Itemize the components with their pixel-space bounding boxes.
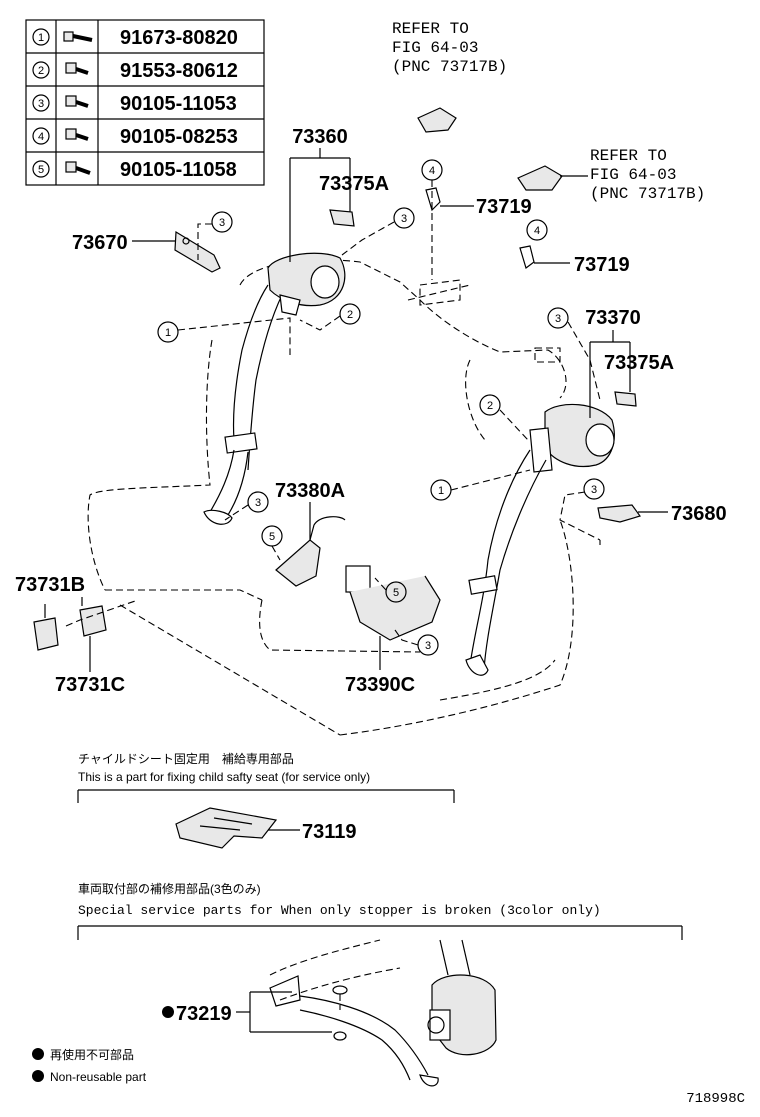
bolt-icon [63,31,93,42]
bracket-73670 [174,230,221,273]
clip-73375a-right [614,391,637,407]
label-73680: 73680 [671,503,727,525]
svg-text:(PNC 73717B): (PNC 73717B) [590,185,705,203]
special-service-section: 車両取付部の補修用部品(3色のみ) Special service parts … [77,881,683,1087]
buckle-73390c [345,565,441,641]
bolt-icon [65,95,89,108]
clip-73375a-left [329,209,355,227]
non-reusable-dot-icon [32,1070,44,1082]
table-num: 1 [38,32,44,44]
bolt-icon [65,161,91,175]
fastener-callouts: 3 3 4 4 1 2 3 2 1 3 3 5 5 3 [65,159,605,656]
refer-note-left: REFER TO FIG 64-03 (PNC 73717B) [392,20,507,76]
label-73731c: 73731C [55,674,125,696]
svg-text:5: 5 [393,587,399,599]
table-row: 3 90105-11053 [32,93,237,115]
svg-text:3: 3 [255,497,261,509]
svg-text:REFER TO: REFER TO [392,20,469,38]
table-num: 4 [38,131,44,143]
label-73360: 73360 [292,126,348,148]
label-73370: 73370 [585,307,641,329]
guide-73719-a [425,187,441,212]
label-73390c: 73390C [345,674,415,696]
label-73375a-left: 73375A [319,173,389,195]
child-seat-bracket-73119 [175,807,278,849]
legend-jp: 再使用不可部品 [50,1047,134,1062]
child-seat-jp: チャイルドシート固定用 補給専用部品 [78,751,294,766]
leader-73219 [236,991,332,1033]
child-seat-en: This is a part for fixing child safty se… [78,770,370,784]
svg-text:2: 2 [347,309,353,321]
svg-text:2: 2 [487,400,493,412]
svg-text:3: 3 [425,640,431,652]
part-number: 91553-80612 [120,60,238,82]
label-73719-a: 73719 [476,196,532,218]
label-73670: 73670 [72,232,128,254]
table-num: 3 [38,98,44,110]
fastener-table: 1 91673-80820 2 91553-80612 3 90105-1105… [25,19,265,186]
child-seat-section: チャイルドシート固定用 補給専用部品 This is a part for fi… [77,751,455,849]
special-en: Special service parts for When only stop… [78,903,601,918]
part-labels: 73360 73375A 73719 73670 73719 73370 733… [15,126,727,696]
table-row: 4 90105-08253 [32,126,238,148]
table-row: 2 91553-80612 [32,60,238,82]
anchor-73717b-right [517,165,563,191]
left-retractor-73360 [203,252,346,525]
label-73719-b: 73719 [574,254,630,276]
part-number: 90105-11058 [120,159,237,181]
part-number: 90105-08253 [120,126,238,148]
svg-text:1: 1 [165,327,171,339]
legend: 再使用不可部品 Non-reusable part [32,1047,147,1084]
bolt-icon [65,62,89,75]
table-num: 5 [38,164,44,176]
anchor-73731b [33,617,59,651]
label-73119: 73119 [302,821,357,843]
non-reusable-dot-icon [32,1048,44,1060]
seat-outline [87,259,574,736]
leader-lines [44,148,668,672]
svg-text:3: 3 [401,213,407,225]
right-retractor-73370 [465,403,615,676]
svg-text:1: 1 [438,485,444,497]
special-jp: 車両取付部の補修用部品(3色のみ) [78,881,261,896]
buckle-73380a [275,516,346,587]
svg-text:4: 4 [534,225,540,237]
svg-text:FIG 64-03: FIG 64-03 [392,39,478,57]
table-row: 1 91673-80820 [32,27,238,49]
svg-text:4: 4 [429,165,435,177]
label-73731b: 73731B [15,574,85,596]
anchor-73731c [79,605,107,637]
non-reusable-dot-icon [162,1006,174,1018]
guide-73719-b [519,245,535,269]
svg-text:FIG 64-03: FIG 64-03 [590,166,676,184]
svg-text:3: 3 [591,484,597,496]
refer-note-right: REFER TO FIG 64-03 (PNC 73717B) [590,147,705,203]
anchor-73717b-left [417,107,457,133]
stopper-detail [269,939,497,1087]
legend-en: Non-reusable part [50,1070,147,1084]
bolt-icon [65,128,89,141]
svg-text:REFER TO: REFER TO [590,147,667,165]
bracket-73680 [597,504,641,523]
part-number: 90105-11053 [120,93,237,115]
svg-text:5: 5 [269,531,275,543]
svg-text:3: 3 [219,217,225,229]
table-num: 2 [38,65,44,77]
svg-text:3: 3 [555,313,561,325]
part-number: 91673-80820 [120,27,238,49]
svg-text:(PNC 73717B): (PNC 73717B) [392,58,507,76]
label-73219: 73219 [176,1003,232,1025]
figure-id: 718998C [686,1091,745,1107]
label-73380a: 73380A [275,480,345,502]
label-73375a-right: 73375A [604,352,674,374]
table-row: 5 90105-11058 [32,159,237,181]
